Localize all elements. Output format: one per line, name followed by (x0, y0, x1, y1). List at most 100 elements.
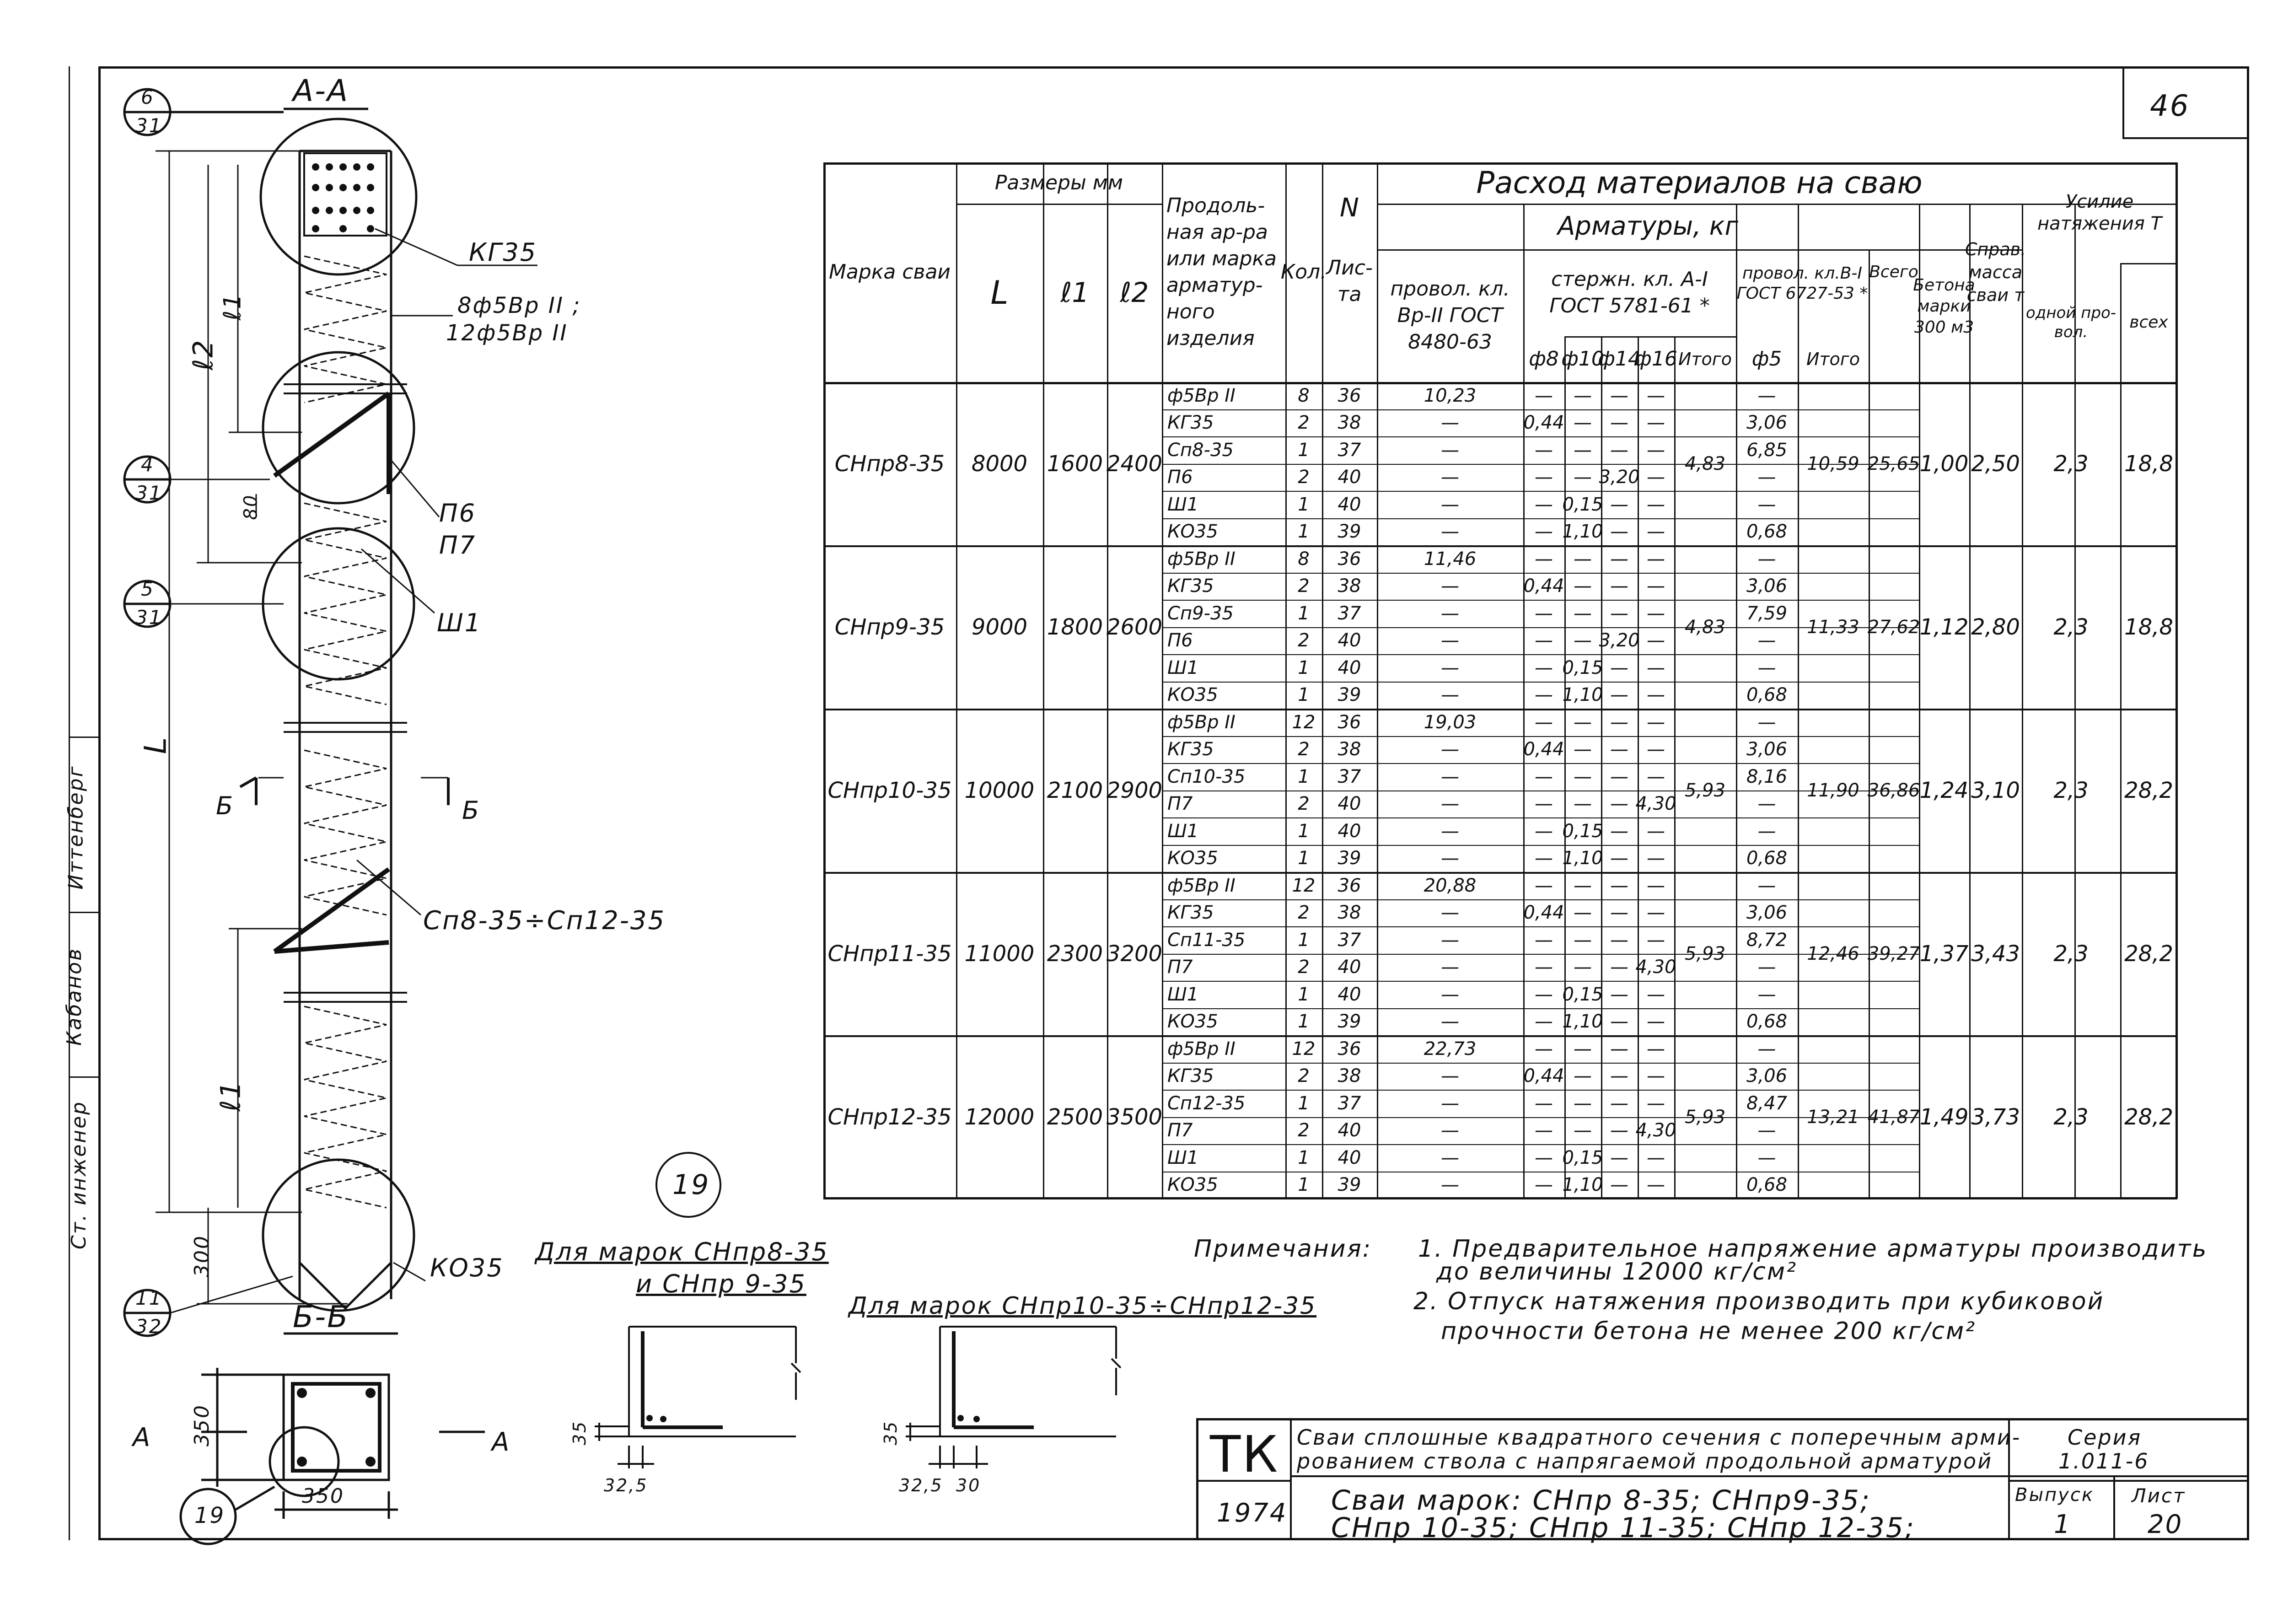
row-d14: — (1610, 1174, 1628, 1196)
dim-l1: ℓ1 (215, 1080, 247, 1112)
row-count: 2 (1298, 630, 1310, 651)
row-sheet: 39 (1338, 848, 1361, 869)
detail-right-dim-30: 30 (956, 1475, 981, 1495)
row-d10: — (1574, 929, 1592, 951)
row-d8: — (1535, 711, 1553, 733)
pile-concrete: 1,49 (1919, 1104, 1969, 1130)
section-bb-title: Б-Б (293, 1299, 349, 1334)
row-d10: — (1574, 467, 1592, 488)
pile-l1: 2100 (1047, 777, 1103, 803)
row-d5: 3,06 (1746, 902, 1788, 924)
detail-left-dim-35: 35 (569, 1420, 590, 1446)
row-d5: — (1757, 494, 1776, 515)
detail-number-19: 19 (672, 1169, 710, 1201)
header-L: L (990, 274, 1009, 312)
row-sheet: 37 (1338, 602, 1361, 624)
row-d5: 8,72 (1746, 929, 1788, 951)
row-d10: 1,10 (1562, 848, 1603, 869)
row-wire-bp2: — (1441, 902, 1459, 924)
row-d8: 0,44 (1523, 739, 1564, 760)
detail-right-dim-35: 35 (881, 1420, 901, 1446)
row-d5: — (1757, 1038, 1776, 1059)
pile-tension-one: 2,3 (2053, 614, 2089, 640)
row-sheet: 40 (1338, 1120, 1361, 1141)
row-wire-bp2: — (1441, 657, 1459, 678)
note-2a: 2. Отпуск натяжения производить при куби… (1413, 1288, 2105, 1315)
row-item: КГ35 (1167, 575, 1214, 597)
row-item: Сп10-35 (1167, 766, 1246, 787)
header-longitudinal: Продоль-ная ар-ра или марка арматур-ного… (1166, 194, 1277, 350)
seria-label: Серия (2068, 1425, 2142, 1450)
callout-5-den: 31 (135, 606, 163, 629)
label-p7: П7 (439, 531, 476, 559)
pile-subtotal-2: 13,21 (1807, 1106, 1859, 1128)
pile-subtotal-1: 5,93 (1684, 780, 1726, 801)
row-d14: — (1610, 1038, 1628, 1059)
row-d10: 1,10 (1562, 684, 1603, 706)
header-mass: Справ. масса сваи т (1965, 239, 2026, 305)
row-d16: — (1647, 521, 1665, 543)
row-d10: — (1574, 1038, 1592, 1059)
row-item: Ш1 (1167, 657, 1199, 678)
row-sheet: 38 (1338, 1065, 1361, 1087)
row-wire-bp2: — (1441, 684, 1459, 706)
pile-subtotal-2: 12,46 (1807, 943, 1859, 964)
header-wire-b1: провол. кл.В-I ГОСТ 6727-53 * (1736, 264, 1868, 303)
header-bars-a1: стержн. кл. А-I ГОСТ 5781-61 * (1549, 268, 1710, 317)
row-d10: — (1574, 575, 1592, 597)
frame-right (2247, 66, 2249, 1540)
label-rebar-1: 8ф5Вр II ; (457, 293, 581, 318)
row-item: Сп12-35 (1167, 1092, 1246, 1114)
row-d8: — (1535, 630, 1553, 651)
row-d8: — (1535, 875, 1553, 896)
row-wire-bp2: — (1441, 1065, 1459, 1087)
row-wire-bp2: — (1441, 820, 1459, 842)
row-d8: — (1535, 548, 1553, 570)
pile-l2: 3200 (1106, 941, 1163, 967)
row-count: 1 (1298, 766, 1310, 787)
row-d8: — (1535, 521, 1553, 543)
row-d5: 8,47 (1746, 1092, 1788, 1114)
header-d10: ф10 (1561, 347, 1604, 371)
header-sheet: Лис-та (1326, 256, 1373, 306)
row-item: КГ35 (1167, 412, 1214, 434)
pile-tension-one: 2,3 (2053, 941, 2089, 967)
row-d5: — (1757, 793, 1776, 815)
header-sizes: Размеры мм (994, 171, 1123, 194)
row-d5: — (1757, 657, 1776, 678)
row-d8: — (1535, 467, 1553, 488)
pile-concrete: 1,12 (1919, 614, 1969, 640)
row-count: 2 (1298, 793, 1310, 815)
label-ko35: КО35 (430, 1253, 504, 1282)
row-count: 2 (1298, 575, 1310, 597)
pile-tension-all: 18,8 (2124, 614, 2173, 640)
row-d16: — (1647, 439, 1665, 461)
binding-margin-line (69, 66, 70, 1540)
marker-b-right: Б (462, 796, 481, 825)
row-count: 12 (1292, 875, 1316, 896)
row-wire-bp2: — (1441, 602, 1459, 624)
row-sheet: 38 (1338, 739, 1361, 760)
row-d16: — (1647, 711, 1665, 733)
row-d16: 4,30 (1635, 793, 1676, 815)
row-sheet: 40 (1338, 793, 1361, 815)
row-d16: — (1647, 902, 1665, 924)
row-d14: — (1610, 984, 1628, 1005)
row-d10: — (1574, 793, 1592, 815)
pile-subtotal-2: 10,59 (1807, 453, 1859, 474)
row-sheet: 36 (1338, 548, 1361, 570)
row-count: 1 (1298, 494, 1310, 515)
dim-350-horizontal: 350 (302, 1484, 344, 1508)
row-d16: — (1647, 412, 1665, 434)
row-d8: — (1535, 820, 1553, 842)
row-d8: — (1535, 1038, 1553, 1059)
row-d16: — (1647, 1174, 1665, 1196)
row-d16: 4,30 (1635, 1120, 1676, 1141)
detail-right-dim-325: 32,5 (899, 1475, 943, 1495)
note-1a: 1. Предварительное напряжение арматуры п… (1418, 1235, 2208, 1263)
row-sheet: 38 (1338, 902, 1361, 924)
row-d16: — (1647, 548, 1665, 570)
row-item: П6 (1167, 630, 1193, 651)
row-d16: — (1647, 575, 1665, 597)
pile-length: 9000 (971, 614, 1028, 640)
